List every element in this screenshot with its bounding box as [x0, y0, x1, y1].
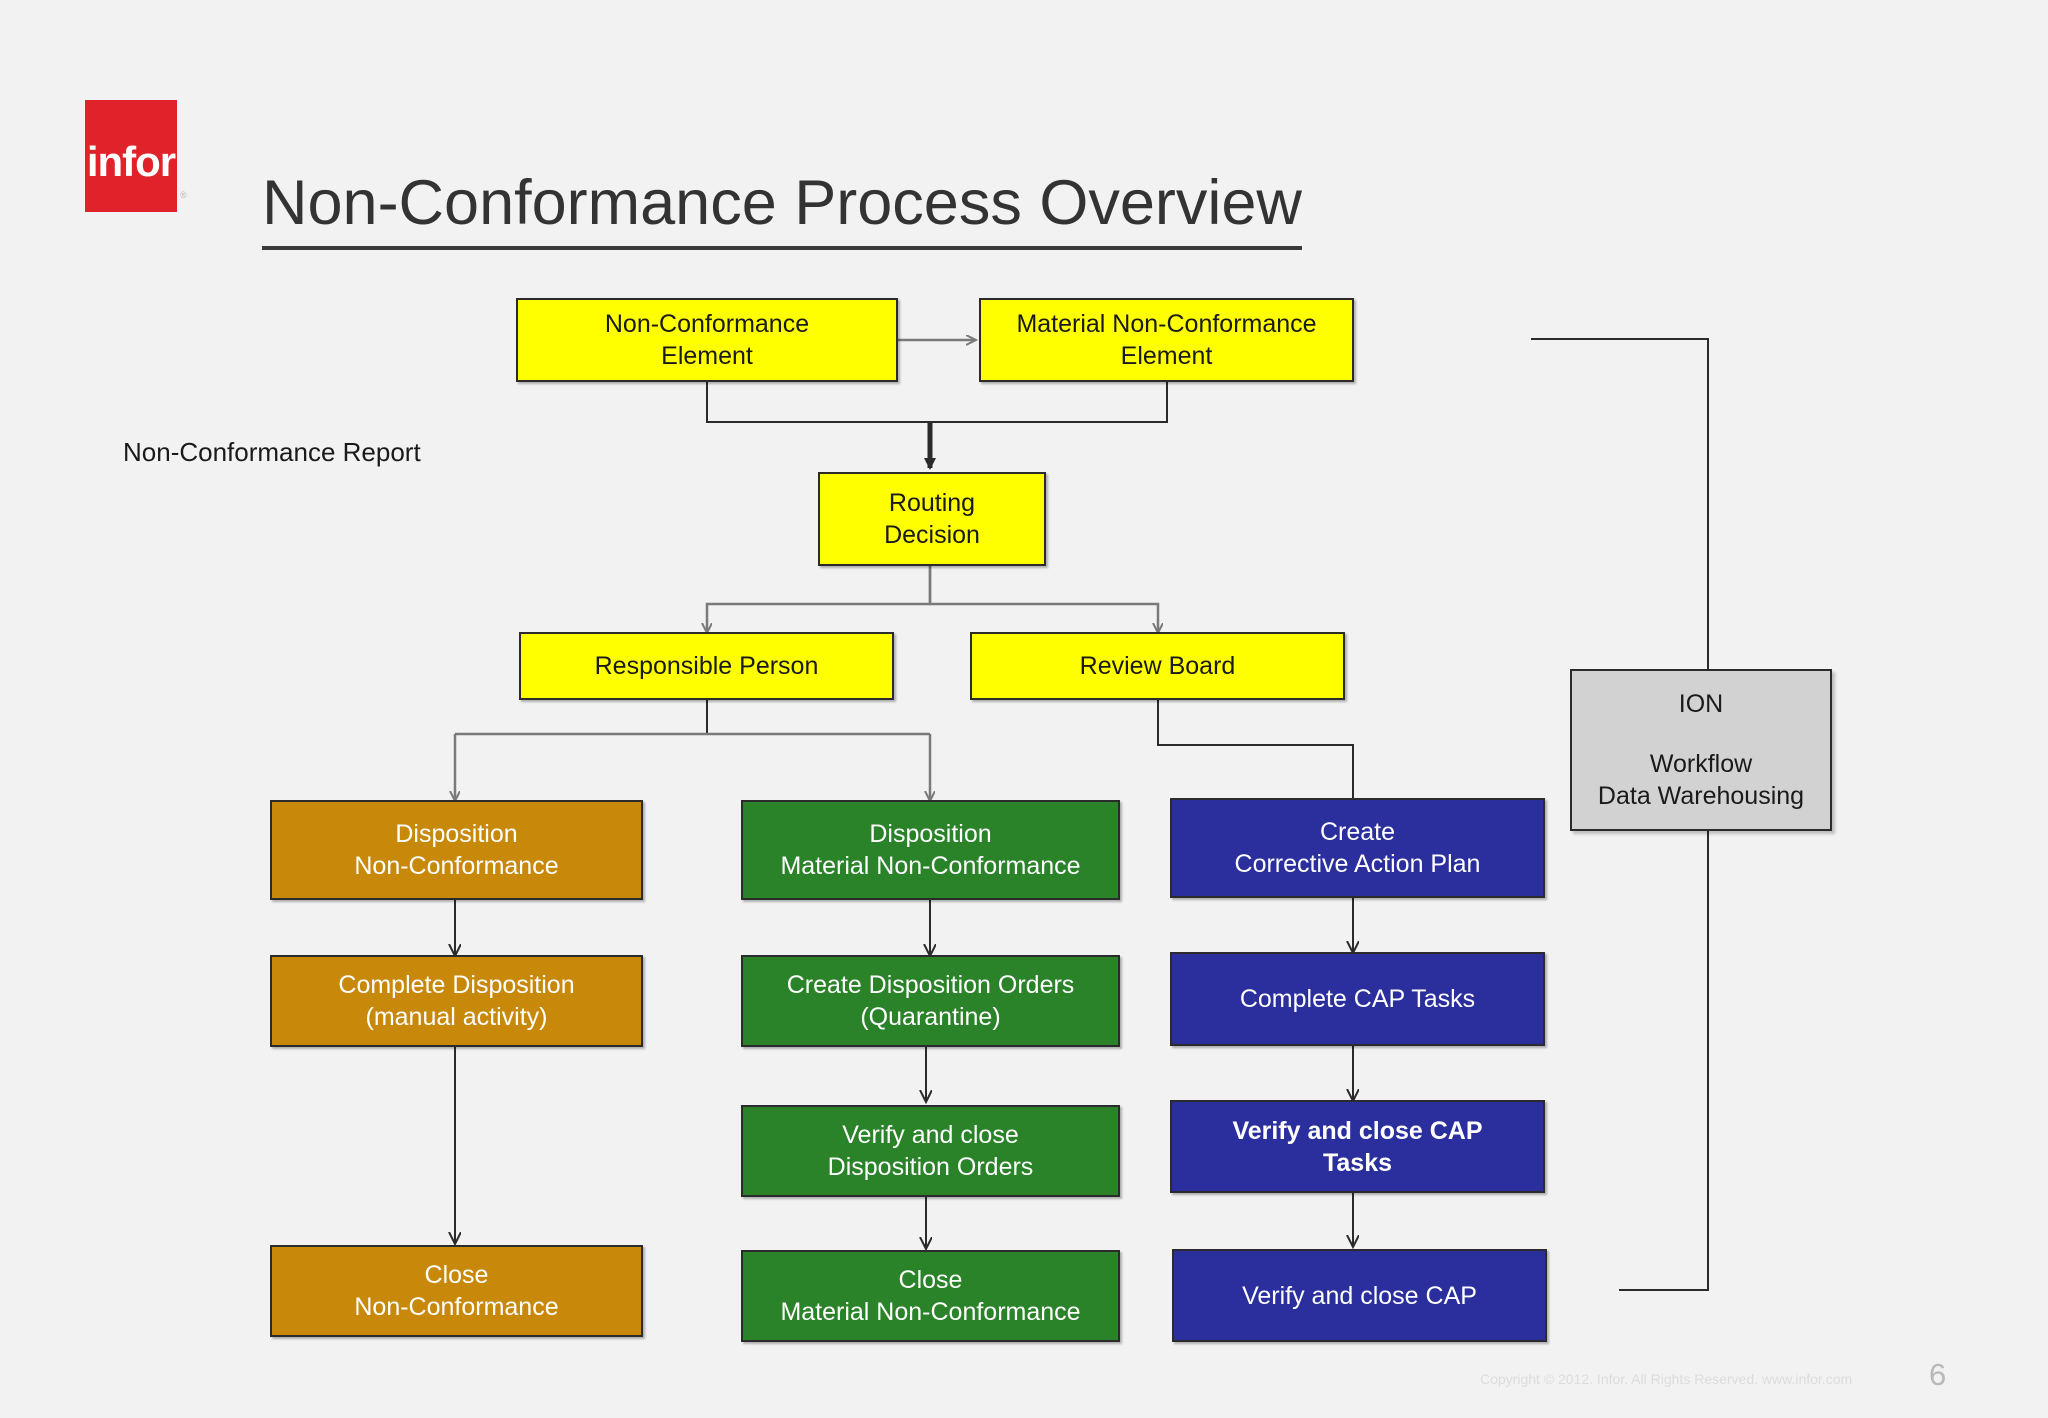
page-title: Non-Conformance Process Overview — [262, 170, 1302, 251]
node-line-1: Verify and close CAP — [1232, 1116, 1483, 1145]
node-line-2: Material Non-Conformance — [780, 1298, 1081, 1326]
infor-logo: infor — [85, 100, 177, 212]
node-create-corrective-action-plan[interactable]: Create Corrective Action Plan — [1170, 798, 1545, 898]
edge-routing-to-responsible — [707, 566, 932, 632]
edge-review-to-cap — [1157, 700, 1354, 800]
node-line-1: ION — [1678, 690, 1724, 718]
node-line-1: Close — [424, 1261, 489, 1289]
node-responsible-person[interactable]: Responsible Person — [519, 632, 894, 700]
node-complete-cap-tasks[interactable]: Complete CAP Tasks — [1170, 952, 1545, 1046]
node-line-2: Non-Conformance — [354, 1293, 559, 1321]
node-line-1: Review Board — [1079, 652, 1236, 680]
node-line-1: Routing — [888, 489, 976, 517]
node-verify-close-cap[interactable]: Verify and close CAP — [1172, 1249, 1547, 1342]
logo-wordmark: infor — [86, 138, 176, 185]
node-complete-disposition[interactable]: Complete Disposition (manual activity) — [270, 955, 643, 1047]
node-line-2: Tasks — [1322, 1148, 1393, 1177]
node-line-1: Close — [898, 1266, 963, 1294]
node-line-2: Workflow — [1649, 750, 1753, 778]
non-conformance-report-label: Non-Conformance Report — [123, 437, 421, 467]
node-line-1: Disposition — [395, 820, 518, 848]
node-line-2: Corrective Action Plan — [1234, 850, 1481, 878]
trademark-symbol: ® — [180, 190, 187, 200]
node-line-1: Verify and close — [842, 1121, 1019, 1149]
node-line-2: Decision — [884, 521, 980, 549]
node-line-1: Create Disposition Orders — [786, 971, 1075, 999]
node-line-2: Material Non-Conformance — [780, 852, 1081, 880]
edge-material-to-routing — [930, 382, 1168, 423]
node-line-2: Element — [661, 342, 753, 370]
node-line-1: Create — [1319, 818, 1396, 846]
node-review-board[interactable]: Review Board — [970, 632, 1345, 700]
edge-rail-to-ion — [1531, 338, 1709, 669]
node-close-non-conformance[interactable]: Close Non-Conformance — [270, 1245, 643, 1337]
node-line-2: Element — [1120, 342, 1213, 370]
node-close-material-non-conformance[interactable]: Close Material Non-Conformance — [741, 1250, 1120, 1342]
node-line-1: Complete CAP Tasks — [1239, 985, 1476, 1013]
node-line-1: Material Non-Conformance — [1016, 310, 1317, 338]
node-line-1: Complete Disposition — [338, 971, 575, 999]
edge-ion-to-verify-cap — [1619, 831, 1709, 1291]
node-create-disposition-orders[interactable]: Create Disposition Orders (Quarantine) — [741, 955, 1120, 1047]
node-verify-close-cap-tasks[interactable]: Verify and close CAP Tasks — [1170, 1100, 1545, 1193]
node-line-2: Non-Conformance — [354, 852, 559, 880]
node-line-3: Data Warehousing — [1597, 782, 1805, 810]
node-line-1: Disposition — [869, 820, 992, 848]
node-line-2: (Quarantine) — [860, 1003, 1001, 1031]
edge-routing-to-review — [928, 566, 1158, 632]
node-material-non-conformance-element[interactable]: Material Non-Conformance Element — [979, 298, 1354, 382]
node-line-2: (manual activity) — [365, 1003, 548, 1031]
node-routing-decision[interactable]: Routing Decision — [818, 472, 1046, 566]
node-disposition-material-non-conformance[interactable]: Disposition Material Non-Conformance — [741, 800, 1120, 900]
node-non-conformance-element[interactable]: Non-Conformance Element — [516, 298, 898, 382]
node-line-1: Verify and close CAP — [1242, 1281, 1477, 1310]
node-line-2: Disposition Orders — [827, 1153, 1034, 1181]
node-disposition-non-conformance[interactable]: Disposition Non-Conformance — [270, 800, 643, 900]
edge-nc-to-routing — [706, 382, 930, 423]
page-number: 6 — [1929, 1357, 1947, 1392]
node-ion-platform[interactable]: ION Workflow Data Warehousing — [1570, 669, 1832, 831]
copyright-notice: Copyright © 2012. Infor. All Rights Rese… — [1480, 1371, 1853, 1387]
node-line-1: Responsible Person — [594, 652, 819, 680]
node-line-1: Non-Conformance — [604, 310, 810, 338]
node-verify-close-disposition-orders[interactable]: Verify and close Disposition Orders — [741, 1105, 1120, 1197]
